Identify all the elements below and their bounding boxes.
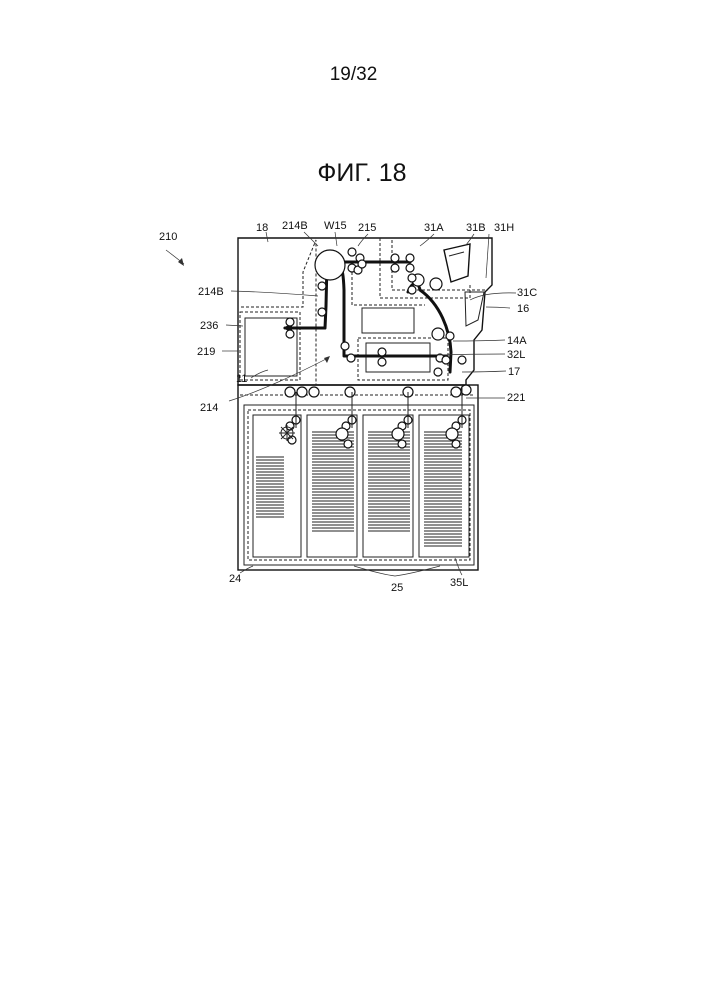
label-14a: 14A bbox=[507, 335, 527, 347]
roller bbox=[458, 356, 466, 364]
document-pickup-31b bbox=[444, 244, 470, 282]
roller bbox=[442, 356, 450, 364]
label-24: 24 bbox=[229, 573, 241, 585]
label-214: 214 bbox=[200, 402, 218, 414]
label-11: 11 bbox=[236, 373, 247, 385]
roller bbox=[297, 387, 307, 397]
paper-stack bbox=[256, 457, 284, 517]
roller bbox=[318, 308, 326, 316]
paper-stack bbox=[424, 432, 462, 546]
roller bbox=[378, 358, 386, 366]
roller bbox=[347, 354, 355, 362]
roller bbox=[341, 342, 349, 350]
label-25: 25 bbox=[391, 582, 403, 594]
roller bbox=[318, 282, 326, 290]
label-32l: 32L bbox=[507, 349, 525, 361]
roller bbox=[451, 387, 461, 397]
roller bbox=[452, 440, 460, 448]
label-31c: 31C bbox=[517, 287, 537, 299]
label-18: 18 bbox=[256, 222, 268, 234]
label-210: 210 bbox=[159, 231, 177, 243]
roller bbox=[358, 260, 366, 268]
label-215: 215 bbox=[358, 222, 376, 234]
roller bbox=[286, 318, 294, 326]
roller bbox=[309, 387, 319, 397]
roller bbox=[345, 387, 355, 397]
star-wheel-icon bbox=[279, 425, 295, 441]
roller bbox=[398, 440, 406, 448]
roller bbox=[406, 264, 414, 272]
label-219: 219 bbox=[197, 346, 215, 358]
roller bbox=[336, 428, 348, 440]
roller bbox=[434, 368, 442, 376]
rollers bbox=[285, 248, 471, 448]
roller bbox=[408, 286, 416, 294]
fixing-drum-w15 bbox=[315, 250, 345, 280]
roller bbox=[286, 330, 294, 338]
label-214b-side: 214B bbox=[198, 286, 224, 298]
paper-stacks bbox=[256, 432, 462, 546]
document-pickup-31b-inner bbox=[449, 252, 464, 256]
roller bbox=[408, 274, 416, 282]
roller bbox=[344, 440, 352, 448]
label-31b: 31B bbox=[466, 222, 486, 234]
label-31h: 31H bbox=[494, 222, 514, 234]
roller bbox=[378, 348, 386, 356]
cassette-feed-guides bbox=[296, 386, 462, 428]
roller bbox=[432, 328, 444, 340]
label-w15: W15 bbox=[324, 220, 347, 232]
roller bbox=[288, 436, 296, 444]
label-31a: 31A bbox=[424, 222, 444, 234]
roller bbox=[446, 428, 458, 440]
roller bbox=[391, 254, 399, 262]
leader-lines bbox=[166, 232, 516, 576]
roller bbox=[392, 428, 404, 440]
roller bbox=[446, 332, 454, 340]
label-35l: 35L bbox=[450, 577, 468, 589]
tray-31c bbox=[465, 292, 484, 326]
roller bbox=[285, 387, 295, 397]
label-236: 236 bbox=[200, 320, 218, 332]
label-214b-top: 214B bbox=[282, 220, 308, 232]
roller bbox=[430, 278, 442, 290]
roller bbox=[406, 254, 414, 262]
roller bbox=[391, 264, 399, 272]
label-221: 221 bbox=[507, 392, 525, 404]
feeder-inner-frame bbox=[244, 405, 474, 565]
roller bbox=[348, 248, 356, 256]
label-17: 17 bbox=[508, 366, 520, 378]
label-16: 16 bbox=[517, 303, 529, 315]
unit-215-box bbox=[362, 308, 414, 333]
